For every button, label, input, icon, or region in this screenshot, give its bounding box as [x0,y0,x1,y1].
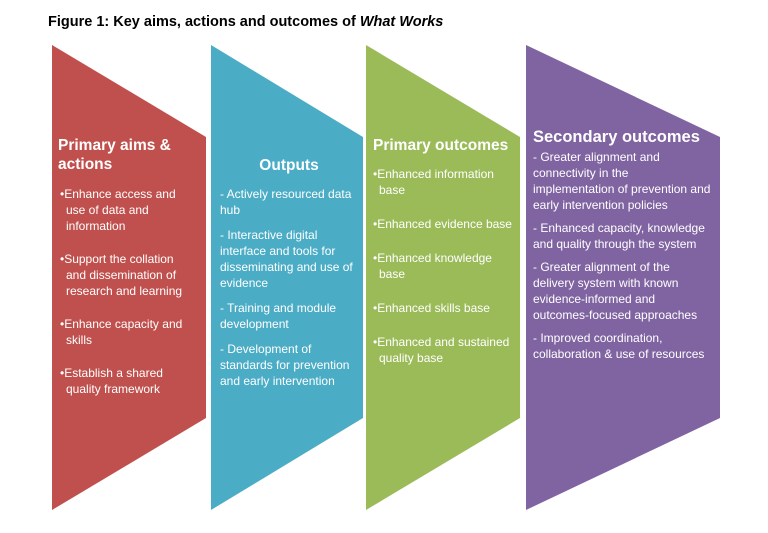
figure-title-emphasis: What Works [359,14,444,30]
list-item: Actively resourced data hub [220,186,358,218]
column-list: Enhance access and use of data and infor… [58,186,196,397]
list-item: Establish a shared quality framework [58,365,196,397]
list-item: Greater alignment and connectivity in th… [533,149,711,213]
list-item: Support the collation and dissemination … [58,251,196,299]
column-heading: Primary outcomes [373,137,509,154]
list-item: Enhanced and sustained quality base [373,334,513,366]
list-item: Training and module development [220,300,358,332]
figure-title: Figure 1: Key aims, actions and outcomes… [48,14,443,30]
figure-title-prefix: Figure 1: Key aims, actions and outcomes… [48,14,360,30]
list-item: Enhanced information base [373,166,513,198]
column-heading: Outputs [259,157,319,174]
column-secondary-outcomes: Secondary outcomes Greater alignment and… [533,127,711,369]
list-item: Interactive digital interface and tools … [220,227,358,291]
column-list: Greater alignment and connectivity in th… [533,149,711,362]
list-item: Enhance capacity and skills [58,316,196,348]
column-list: Enhanced information base Enhanced evide… [373,166,513,366]
list-item: Improved coordination, collaboration & u… [533,330,711,362]
column-outputs: Outputs Actively resourced data hub Inte… [220,156,358,398]
list-item: Greater alignment of the delivery system… [533,259,711,323]
list-item: Enhance access and use of data and infor… [58,186,196,234]
column-list: Actively resourced data hub Interactive … [220,186,358,389]
column-primary-outcomes: Primary outcomes Enhanced information ba… [373,136,513,384]
column-heading: Secondary outcomes [533,128,700,146]
list-item: Development of standards for prevention … [220,341,358,389]
column-heading: Primary aims & actions [58,137,171,174]
column-primary-aims: Primary aims & actions Enhance access an… [58,136,196,414]
list-item: Enhanced skills base [373,300,513,316]
list-item: Enhanced knowledge base [373,250,513,282]
list-item: Enhanced capacity, knowledge and quality… [533,220,711,252]
list-item: Enhanced evidence base [373,216,513,232]
